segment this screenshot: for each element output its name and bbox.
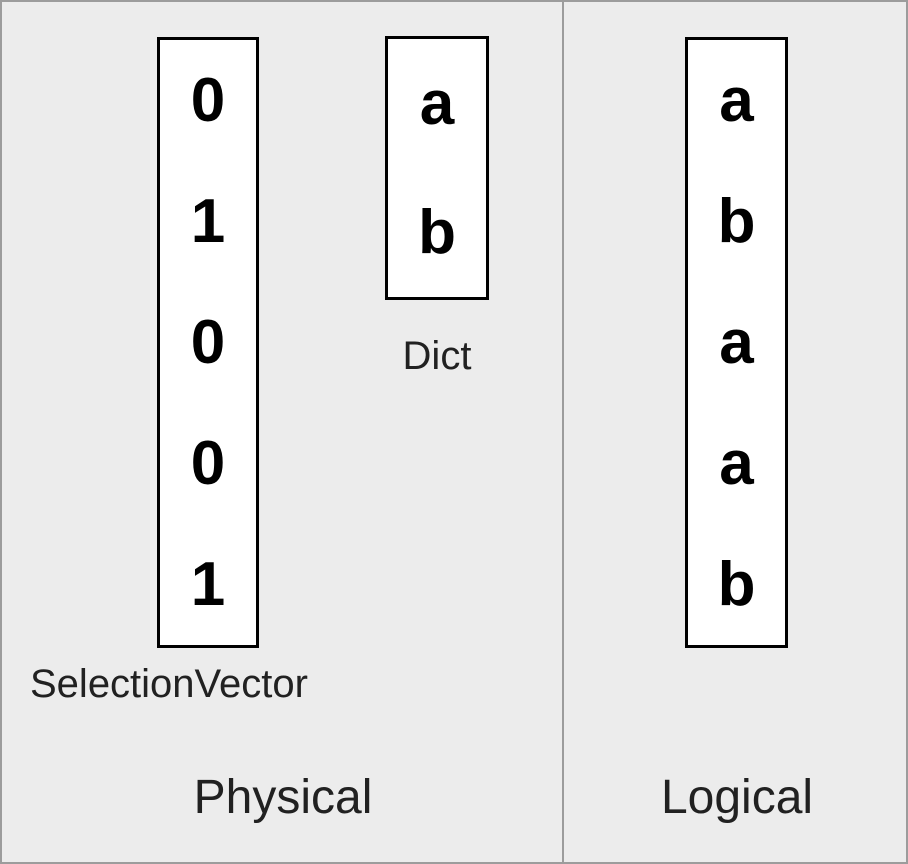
selection-vector-label: SelectionVector (30, 662, 308, 706)
logical-cell: a (719, 65, 754, 135)
selection-vector-cell: 0 (190, 307, 226, 377)
logical-column-box: a b a a b (685, 37, 788, 648)
dict-label: Dict (402, 334, 472, 378)
selection-vector-cell: 1 (190, 186, 226, 256)
selection-vector-cell: 0 (190, 65, 226, 135)
dict-cell: a (419, 68, 455, 138)
dict-cell: b (418, 197, 456, 267)
selection-vector-box: 0 1 0 0 1 (157, 37, 259, 648)
selection-vector-cell: 1 (190, 549, 226, 619)
logical-cell: a (719, 307, 754, 377)
logical-cell: a (719, 428, 754, 498)
panel-divider (562, 2, 564, 862)
physical-panel-label: Physical (193, 771, 373, 824)
logical-cell: b (717, 186, 756, 256)
logical-panel-label: Logical (660, 771, 814, 824)
selection-vector-cell: 0 (190, 428, 226, 498)
dict-box: a b (385, 36, 489, 300)
logical-cell: b (717, 549, 756, 619)
